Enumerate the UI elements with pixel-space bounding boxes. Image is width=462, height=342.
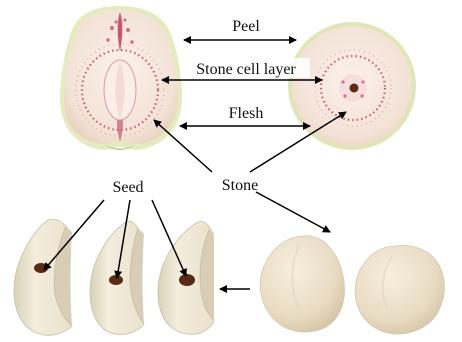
pear-slice-3 [158, 221, 214, 334]
pear-cross-section [288, 22, 416, 150]
label-flesh: Flesh [229, 105, 264, 122]
seed-2 [109, 275, 123, 285]
label-stone: Stone [222, 177, 258, 194]
pear-seed-cross [350, 84, 359, 93]
label-seed: Seed [112, 179, 143, 196]
seed-3 [179, 274, 195, 286]
stone-2 [355, 246, 444, 334]
label-stone-cell-layer: Stone cell layer [196, 61, 296, 78]
stone-arrow-to-stones [256, 192, 330, 232]
stone-1 [260, 236, 344, 332]
stone-arrow-to-longitudinal [154, 120, 212, 172]
label-peel: Peel [232, 18, 260, 35]
pear-slice-1 [14, 219, 72, 335]
